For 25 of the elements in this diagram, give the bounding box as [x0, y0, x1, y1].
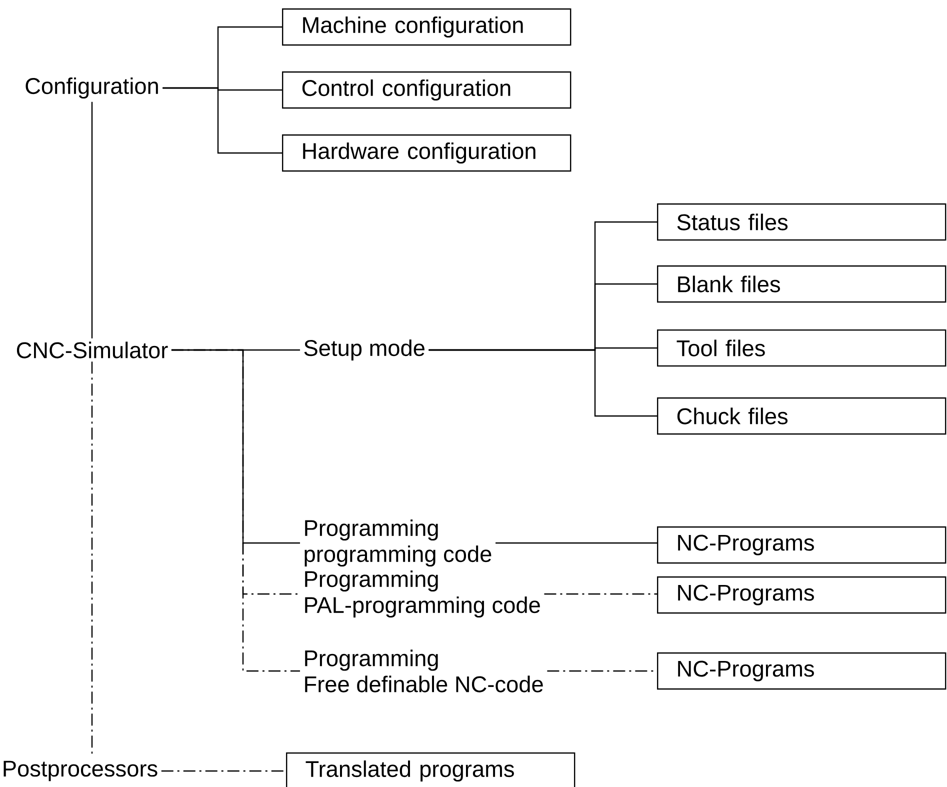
label-text: Setup mode [304, 339, 424, 361]
connector-line [428, 349, 657, 417]
labelled-box: NC-Programs [657, 526, 946, 564]
labelled-box: Control configuration [282, 71, 572, 109]
labelled-box: NC-Programs [657, 652, 946, 690]
labelled-box: Status files [657, 203, 946, 241]
labelled-box: Machine configuration [282, 8, 572, 46]
labelled-box: NC-Programs [657, 576, 946, 614]
connector-line [91, 102, 93, 338]
label-text: Programming PAL-programming code [305, 570, 540, 618]
connector-line [171, 349, 300, 672]
labelled-box: Tool files [657, 329, 946, 367]
connector-line [161, 770, 286, 772]
label-text: Configuration [26, 77, 158, 99]
labelled-box: Chuck files [657, 397, 946, 435]
connector-line [496, 542, 657, 544]
labelled-box: Translated programs [286, 752, 576, 787]
label-text: Programming programming code [304, 519, 492, 567]
labelled-box: Hardware configuration [282, 134, 572, 172]
labelled-box: Blank files [657, 265, 946, 303]
connector-line [544, 593, 657, 595]
connector-line [162, 87, 282, 154]
label-text: Programming Free definable NC-code [305, 650, 543, 692]
label-text: Postprocessors [4, 760, 158, 782]
label-text: CNC-Simulator [16, 342, 168, 358]
